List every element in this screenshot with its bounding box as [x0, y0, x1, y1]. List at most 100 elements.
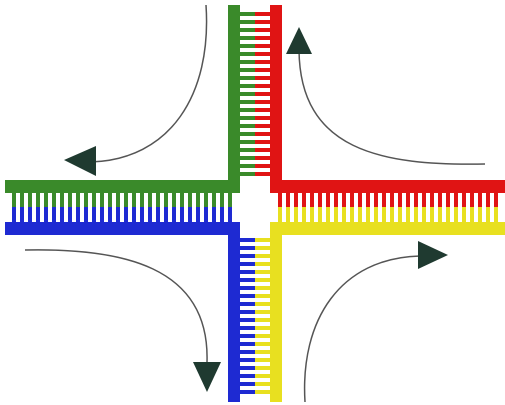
- yellow-base: [255, 270, 270, 274]
- red-strand-top-rungs: [255, 12, 270, 176]
- blue-base: [28, 207, 32, 222]
- red-base: [342, 193, 346, 207]
- blue-base: [76, 207, 80, 222]
- green-base: [240, 44, 255, 48]
- green-base: [240, 92, 255, 96]
- green-base: [240, 108, 255, 112]
- green-base: [240, 116, 255, 120]
- blue-base: [240, 294, 255, 298]
- green-base: [196, 193, 200, 207]
- green-base: [100, 193, 104, 207]
- blue-base: [68, 207, 72, 222]
- red-base: [255, 60, 270, 64]
- red-base: [446, 193, 450, 207]
- red-base: [318, 193, 322, 207]
- green-base: [240, 12, 255, 16]
- blue-base: [60, 207, 64, 222]
- yellow-base: [255, 366, 270, 370]
- green-base: [172, 193, 176, 207]
- yellow-base: [255, 310, 270, 314]
- blue-base: [36, 207, 40, 222]
- blue-strand-left-backbone: [5, 222, 240, 235]
- red-base: [255, 108, 270, 112]
- red-base: [255, 100, 270, 104]
- red-base: [470, 193, 474, 207]
- yellow-base: [255, 326, 270, 330]
- blue-base: [108, 207, 112, 222]
- bottom-arm: [228, 222, 282, 402]
- yellow-base: [255, 318, 270, 322]
- blue-base: [240, 238, 255, 242]
- red-strand-right-backbone: [270, 180, 505, 193]
- arrow-top-left-head: [64, 146, 96, 176]
- blue-base: [228, 207, 232, 222]
- green-base: [240, 28, 255, 32]
- green-base: [240, 164, 255, 168]
- red-base: [398, 193, 402, 207]
- green-base: [60, 193, 64, 207]
- yellow-base: [462, 207, 466, 222]
- yellow-base: [438, 207, 442, 222]
- green-base: [240, 36, 255, 40]
- red-base: [255, 12, 270, 16]
- red-base: [294, 193, 298, 207]
- green-base: [188, 193, 192, 207]
- red-base: [406, 193, 410, 207]
- yellow-base: [422, 207, 426, 222]
- blue-base: [188, 207, 192, 222]
- arrow-bottom-left-head: [193, 362, 221, 392]
- green-base: [164, 193, 168, 207]
- yellow-base: [278, 207, 282, 222]
- green-base: [84, 193, 88, 207]
- arrow-bottom-left-curve: [24, 249, 208, 363]
- red-strand-corner: [270, 180, 282, 193]
- blue-base: [92, 207, 96, 222]
- green-strand-left-rungs: [12, 193, 232, 207]
- blue-base: [12, 207, 16, 222]
- red-base: [255, 140, 270, 144]
- green-base: [116, 193, 120, 207]
- green-base: [240, 140, 255, 144]
- yellow-strand-right-backbone: [270, 222, 505, 235]
- yellow-base: [255, 390, 270, 394]
- red-base: [255, 92, 270, 96]
- yellow-base: [255, 382, 270, 386]
- yellow-base: [454, 207, 458, 222]
- yellow-base: [494, 207, 498, 222]
- red-base: [255, 84, 270, 88]
- blue-base: [240, 390, 255, 394]
- blue-base: [156, 207, 160, 222]
- red-base: [255, 132, 270, 136]
- green-base: [240, 132, 255, 136]
- yellow-strand-corner: [270, 222, 282, 235]
- red-base: [255, 76, 270, 80]
- green-base: [240, 100, 255, 104]
- arrow-bottom-right: [303, 241, 448, 403]
- green-base: [240, 20, 255, 24]
- green-base: [240, 148, 255, 152]
- red-strand-right-rungs: [278, 193, 498, 207]
- blue-base: [240, 350, 255, 354]
- yellow-base: [310, 207, 314, 222]
- yellow-base: [430, 207, 434, 222]
- red-base: [486, 193, 490, 207]
- blue-base: [240, 326, 255, 330]
- green-base: [228, 193, 232, 207]
- yellow-base: [350, 207, 354, 222]
- red-strand-top-backbone: [270, 5, 282, 187]
- yellow-base: [398, 207, 402, 222]
- yellow-base: [334, 207, 338, 222]
- blue-base: [180, 207, 184, 222]
- yellow-base: [318, 207, 322, 222]
- blue-base: [240, 310, 255, 314]
- green-base: [240, 84, 255, 88]
- blue-base: [240, 382, 255, 386]
- blue-strand-left-rungs: [12, 207, 232, 222]
- red-base: [255, 124, 270, 128]
- blue-strand-bottom-rungs: [240, 238, 255, 394]
- green-base: [20, 193, 24, 207]
- blue-base: [124, 207, 128, 222]
- red-base: [278, 193, 282, 207]
- red-base: [374, 193, 378, 207]
- green-strand-top-rungs: [240, 12, 255, 176]
